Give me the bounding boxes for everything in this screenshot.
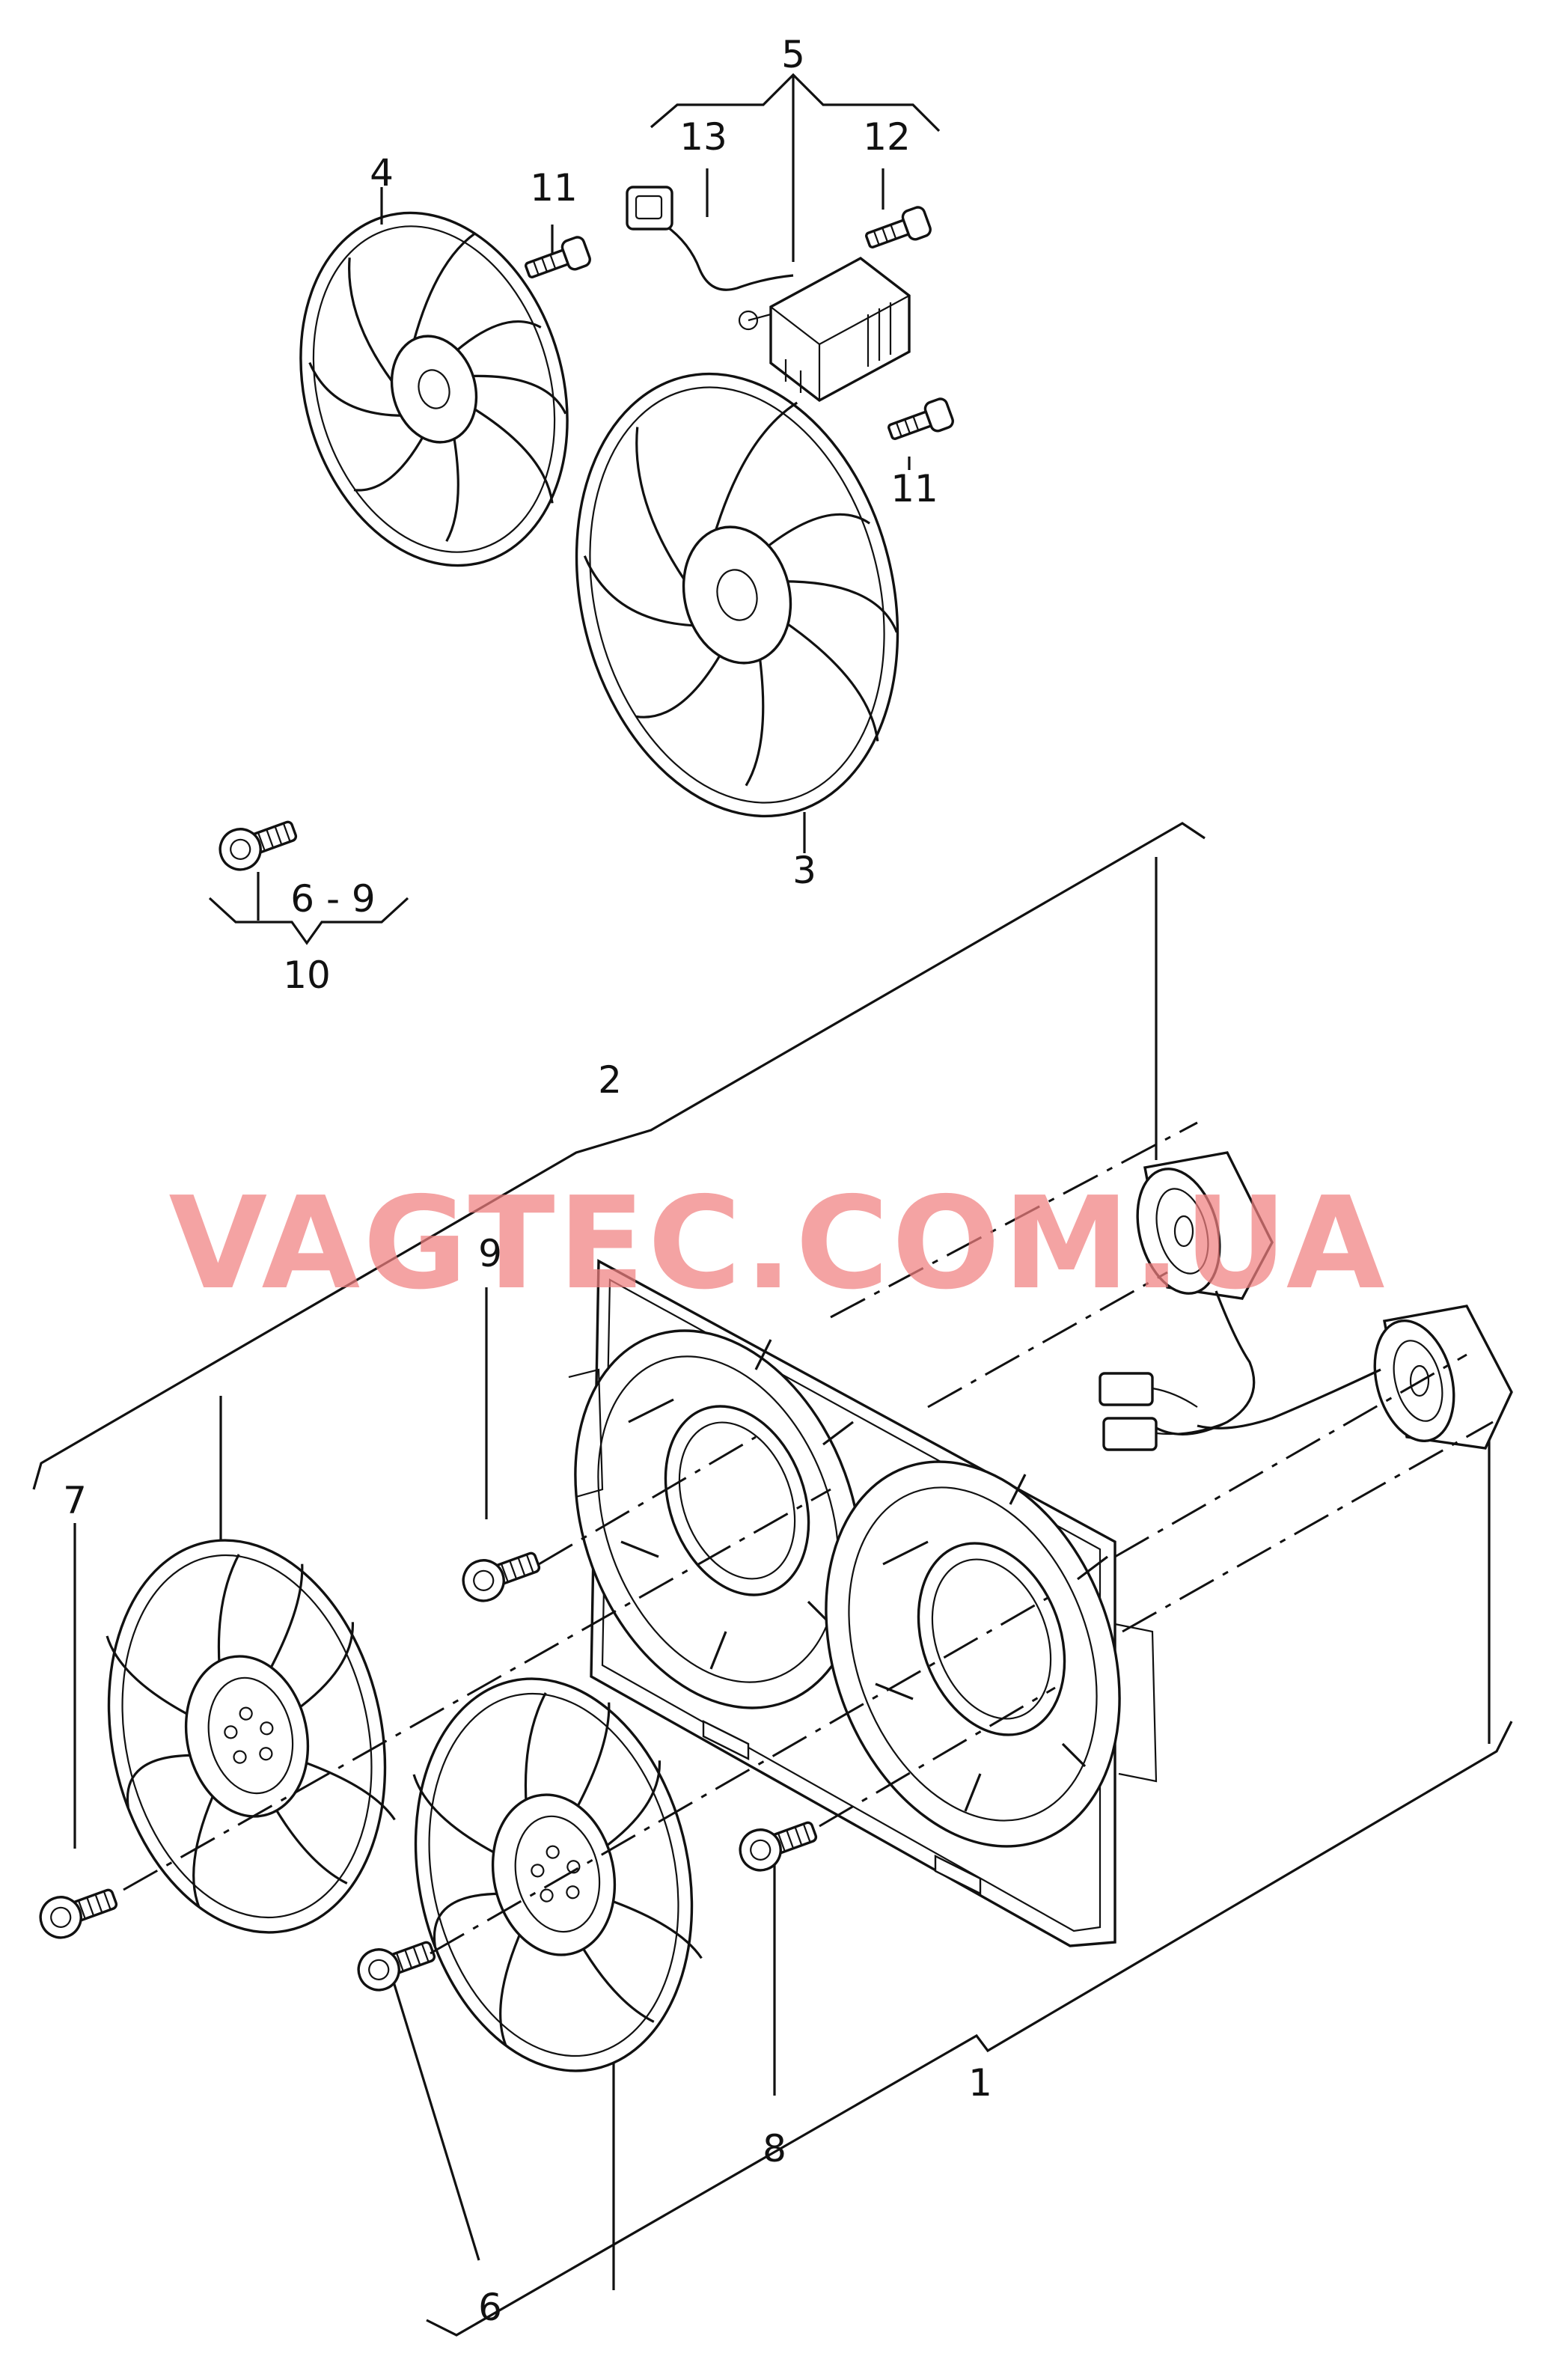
- small-fan-wheel: [299, 211, 569, 567]
- callout-12: 12: [863, 115, 911, 159]
- group-bracket-2: [32, 822, 1206, 1490]
- fan-motor-lower: [1197, 1305, 1513, 1450]
- callout-4: 4: [370, 151, 394, 195]
- callout-10: 10: [283, 953, 331, 997]
- callout-2: 2: [598, 1058, 622, 1102]
- large-fan-wheel: [575, 372, 899, 818]
- screw-11-mid: [884, 395, 956, 448]
- bolt-8: [733, 1810, 822, 1878]
- callout-6: 6: [478, 2286, 502, 2329]
- callout-1: 1: [968, 2061, 992, 2105]
- watermark-text: VAGTEC.COM.UA: [169, 1170, 1388, 1318]
- lower-fan-left: [106, 1539, 396, 1934]
- screw-11-top: [521, 234, 593, 287]
- callout-5: 5: [781, 33, 805, 76]
- fan-shroud-frame: [568, 1259, 1158, 1947]
- callout-13: 13: [679, 115, 727, 159]
- control-unit-cable: [626, 186, 794, 291]
- group-bracket-1: [426, 1721, 1513, 2337]
- bolt-6-9: [213, 809, 302, 877]
- callout-7: 7: [63, 1479, 87, 1522]
- fan-motor-upper: [1099, 1151, 1274, 1451]
- callout-11-mid: 11: [890, 467, 938, 510]
- screw-12: [861, 204, 934, 257]
- callout-11-top: 11: [530, 166, 578, 210]
- callout-3: 3: [792, 849, 816, 892]
- callout-8: 8: [763, 2127, 786, 2170]
- lower-fan-right: [412, 1677, 703, 2072]
- callout-9: 9: [478, 1232, 502, 1275]
- assembly-axes: [123, 1121, 1494, 1955]
- leader-lines-top: [208, 73, 941, 945]
- bolt-9: [456, 1540, 546, 1608]
- callout-6-9: 6 - 9: [290, 877, 375, 921]
- bolt-7: [33, 1877, 123, 1945]
- fan-control-unit: [738, 256, 911, 403]
